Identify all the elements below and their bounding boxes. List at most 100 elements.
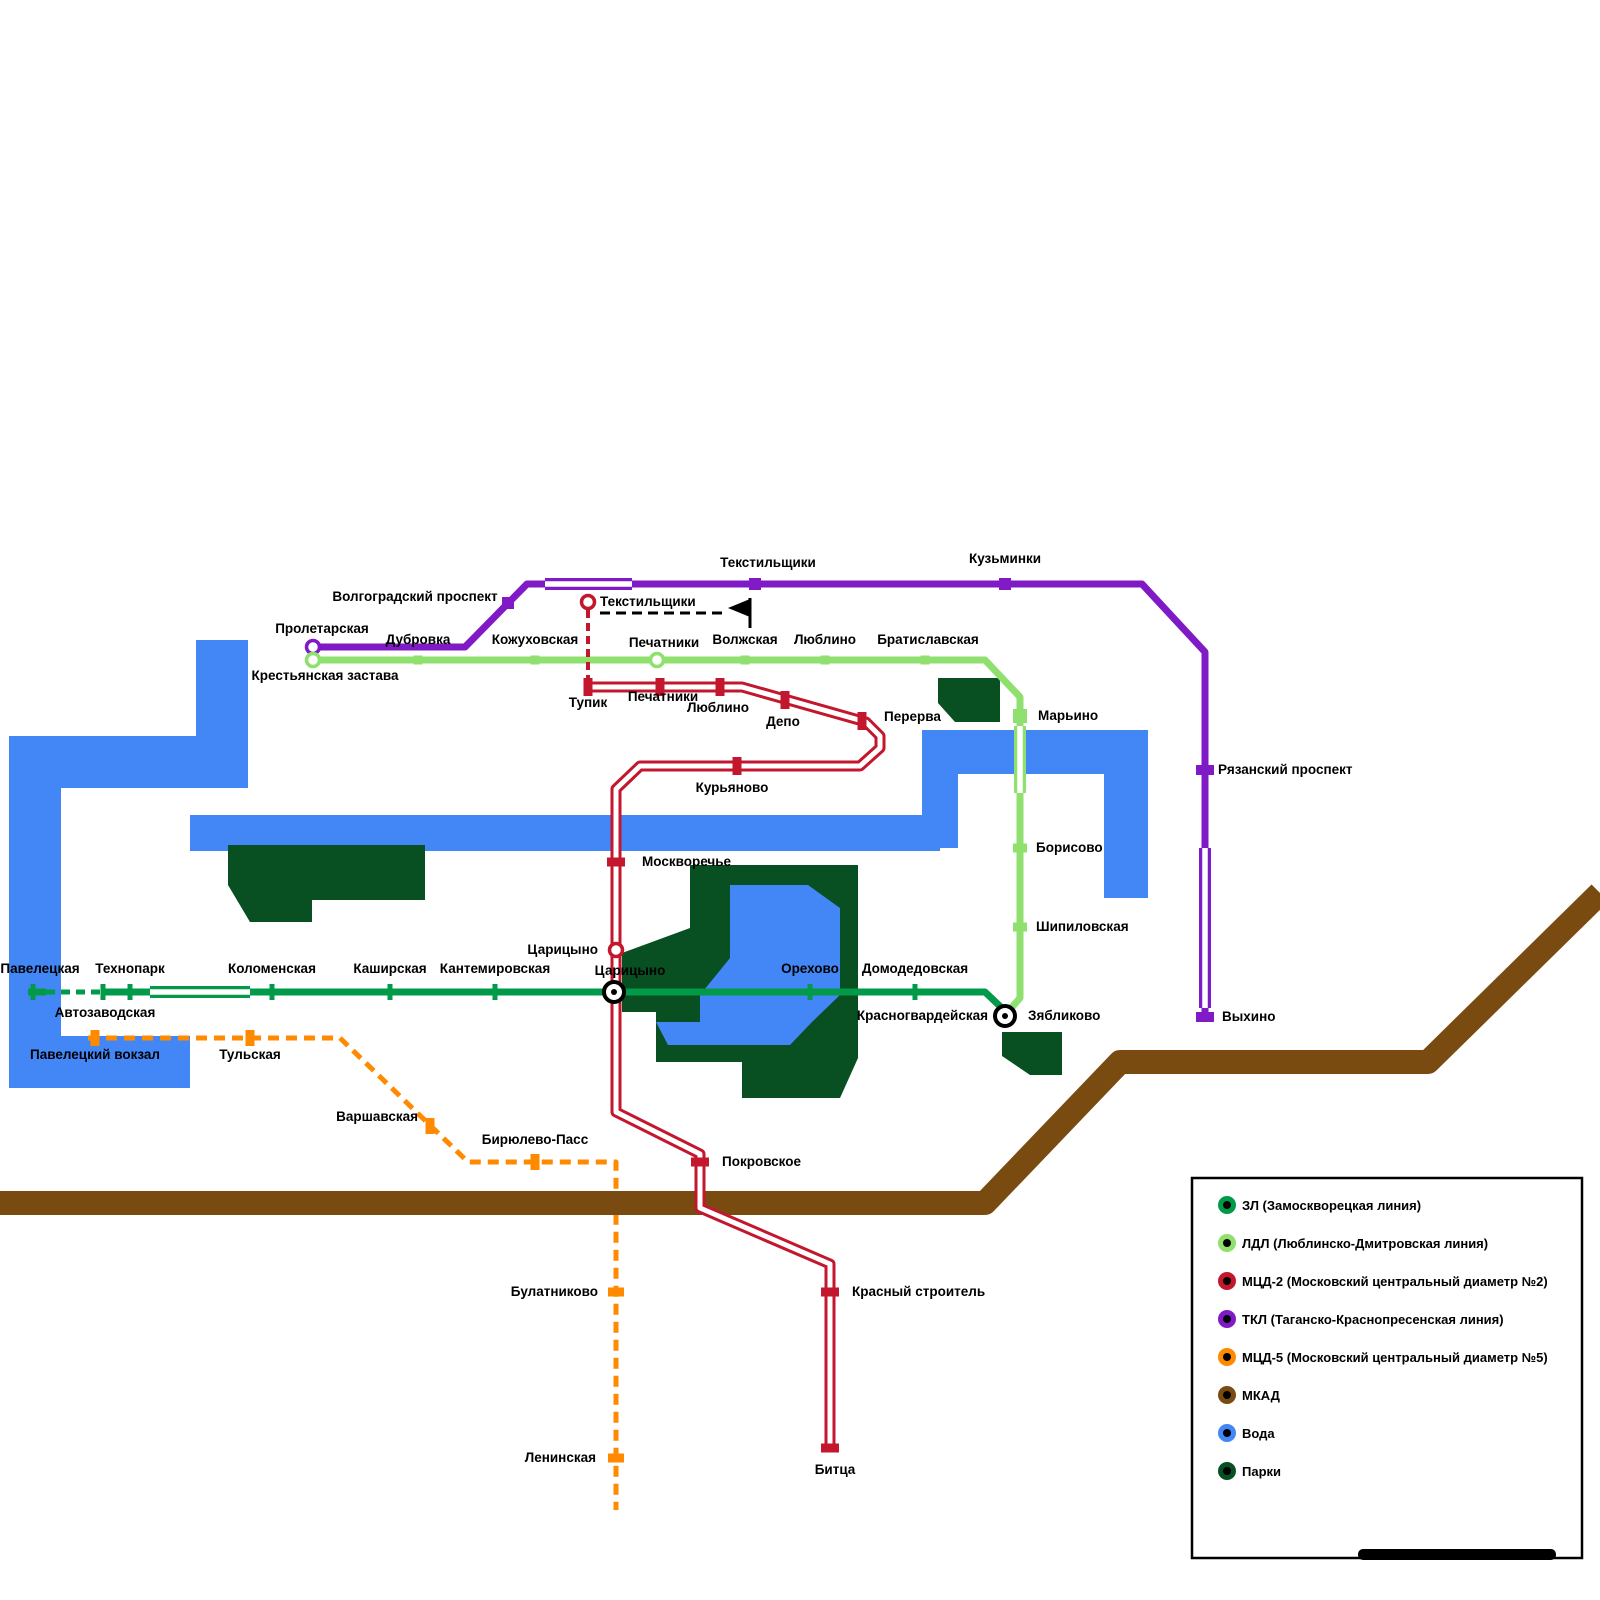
- station-orekhovo: [807, 984, 813, 1000]
- dead-end-flag: [728, 599, 750, 617]
- legend-label-7: Парки: [1242, 1464, 1281, 1479]
- station-bitsa: [821, 1443, 839, 1453]
- station-lyublino-ldl: [820, 655, 830, 665]
- station-label-varshavskaya: Варшавская: [336, 1109, 418, 1124]
- station-label-dubrovka: Дубровка: [386, 632, 451, 647]
- station-tekstilshchiki-mcd2: [579, 593, 597, 611]
- station-shipilovskaya: [1013, 922, 1027, 932]
- station-label-lyublino-mcd2: Люблино: [687, 700, 749, 715]
- station-label-kantemirovskaya: Кантемировская: [440, 961, 550, 976]
- station-label-tsaritsyno-zl: Царицыно: [595, 963, 666, 978]
- legend-label-5: МКАД: [1242, 1388, 1281, 1403]
- station-label-kashirskaya: Каширская: [353, 961, 426, 976]
- station-label-krestyanskaya-zastava: Крестьянская застава: [252, 668, 399, 683]
- station-label-krasnogvardeyskaya: Красногвардейская: [857, 1008, 988, 1023]
- park-pererva: [938, 678, 1000, 722]
- station-avtozavodskaya: [100, 984, 106, 1000]
- station-leninskaya: [608, 1453, 624, 1463]
- station-bulatnikovo: [608, 1287, 624, 1297]
- station-label-moskvorechye: Москворечье: [642, 854, 732, 869]
- station-label-pechatniki-mcd2: Печатники: [628, 689, 698, 704]
- legend-label-4: МЦД-5 (Московский центральный диаметр №5…: [1242, 1350, 1548, 1365]
- station-ryazansky-prospekt: [1196, 765, 1214, 775]
- station-moskvorechye: [607, 857, 625, 867]
- station-label-kolomenskaya: Коломенская: [228, 961, 316, 976]
- station-varshavskaya: [425, 1118, 435, 1134]
- station-label-avtozavodskaya: Автозаводская: [55, 1005, 156, 1020]
- legend-label-6: Вода: [1242, 1426, 1275, 1441]
- station-label-bitsa: Битца: [815, 1462, 856, 1477]
- zl-line: [102, 988, 1007, 1013]
- legend-label-3: ТКЛ (Таганско-Краснопресенская линия): [1242, 1312, 1504, 1327]
- legend-icon-dot-mcd5: [1223, 1353, 1231, 1361]
- station-label-domodedovskaya: Домодедовская: [862, 961, 968, 976]
- station-kuryanovo: [732, 757, 742, 775]
- tsaritsyno-pond: [656, 885, 840, 1045]
- park-west: [228, 845, 425, 922]
- station-vykhino: [1196, 1012, 1214, 1022]
- station-pokrovskoye: [691, 1157, 709, 1167]
- station-label-tekstilshchiki-mcd2: Текстильщики: [600, 594, 696, 609]
- station-label-ryazansky-prospekt: Рязанский проспект: [1218, 762, 1353, 777]
- legend-box: [1190, 1176, 1584, 1560]
- station-krestyanskaya-zastava: [304, 651, 322, 669]
- legend-label-0: ЗЛ (Замоскворецкая линия): [1242, 1198, 1421, 1213]
- station-label-zyablikovo: Зябликово: [1028, 1008, 1100, 1023]
- legend-label-2: МЦД-2 (Московский центральный диаметр №2…: [1242, 1274, 1548, 1289]
- mkad-road: [0, 884, 1600, 1215]
- station-label-shipilovskaya: Шипиловская: [1036, 919, 1129, 934]
- legend-icon-dot-mkad: [1223, 1391, 1231, 1399]
- station-bratislavskaya: [920, 655, 930, 665]
- station-paveletsky-vokzal: [90, 1030, 100, 1046]
- station-label-kozhukhovskaya: Кожуховская: [492, 632, 579, 647]
- station-tsaritsyno-mcd2: [607, 941, 625, 959]
- station-label-kuzminki: Кузьминки: [969, 551, 1041, 566]
- scale-bar: [1358, 1549, 1556, 1560]
- station-tulskaya: [245, 1030, 255, 1046]
- station-tekhnopark: [127, 984, 133, 1000]
- station-lyublino-mcd2: [715, 678, 725, 696]
- station-depo: [780, 691, 790, 709]
- station-pechatniki-ldl: [648, 651, 666, 669]
- station-label-depo: Депо: [766, 714, 800, 729]
- station-label-biryulyovo-pass: Бирюлево-Пасс: [482, 1132, 589, 1147]
- station-kozhukhovskaya: [530, 655, 540, 665]
- station-kantemirovskaya: [492, 984, 498, 1000]
- station-kashirskaya: [387, 984, 393, 1000]
- station-label-tsaritsyno-mcd2: Царицыно: [527, 942, 598, 957]
- station-label-volzhskaya: Волжская: [712, 632, 777, 647]
- station-volzhskaya: [740, 655, 750, 665]
- legend-icon-dot-parks: [1223, 1467, 1231, 1475]
- station-label-vykhino: Выхино: [1222, 1009, 1276, 1024]
- station-label-tekhnopark: Технопарк: [95, 961, 165, 976]
- station-volgogradsky-prospekt: [502, 597, 514, 609]
- tkl-line: [313, 580, 1209, 1020]
- station-label-volgogradsky-prospekt: Волгоградский проспект: [332, 589, 498, 604]
- station-label-krasny-stroitel: Красный строитель: [852, 1284, 985, 1299]
- station-kolomenskaya: [269, 984, 275, 1000]
- station-tekstilshchiki-tkl: [749, 578, 761, 590]
- station-domodedovskaya: [912, 984, 918, 1000]
- station-pechatniki-mcd2: [655, 678, 665, 696]
- station-label-tupik: Тупик: [569, 695, 608, 710]
- station-label-pechatniki-ldl: Печатники: [629, 635, 699, 650]
- legend-label-1: ЛДЛ (Люблинско-Дмитровская линия): [1242, 1236, 1488, 1251]
- legend-icon-dot-ldl: [1223, 1239, 1231, 1247]
- station-label-borisovo: Борисово: [1036, 840, 1103, 855]
- river-right: [922, 730, 1148, 898]
- ldl-line: [313, 656, 1024, 1017]
- station-marino: [1013, 709, 1027, 723]
- river-left: [9, 640, 248, 1088]
- station-label-leninskaya: Ленинская: [525, 1450, 596, 1465]
- station-label-tulskaya: Тульская: [219, 1047, 281, 1062]
- station-dubrovka: [413, 655, 423, 665]
- station-label-proletarskaya: Пролетарская: [275, 621, 369, 636]
- station-label-paveletskaya: Павелецкая: [0, 961, 79, 976]
- legend-icon-dot-tkl: [1223, 1315, 1231, 1323]
- legend-icon-dot-mcd2: [1223, 1277, 1231, 1285]
- station-biryulyovo-pass: [530, 1154, 540, 1170]
- station-label-tekstilshchiki-tkl: Текстильщики: [720, 555, 816, 570]
- station-krasny-stroitel: [821, 1287, 839, 1297]
- station-label-pokrovskoye: Покровское: [722, 1154, 801, 1169]
